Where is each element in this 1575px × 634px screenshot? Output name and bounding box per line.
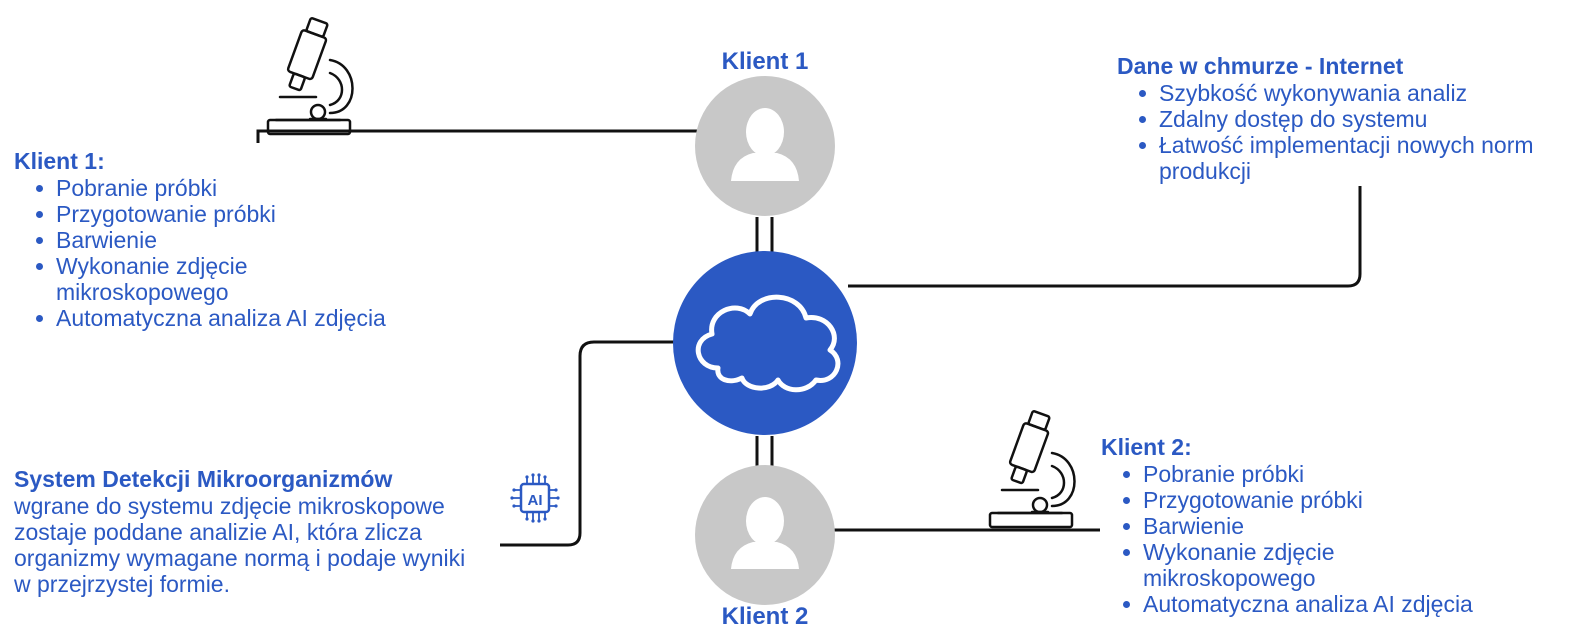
ai-chip-icon: AI (510, 473, 560, 523)
step-item: Barwienie (1101, 513, 1401, 539)
benefit-item: Łatwość implementacji nowych norm produk… (1117, 132, 1567, 184)
microscope-icon (266, 17, 354, 136)
client2-panel-title: Klient 2: (1101, 434, 1192, 460)
connector-system-cloud (500, 340, 678, 547)
step-item: Automatyczna analiza AI zdjęcia (1101, 591, 1473, 617)
client2-panel: Klient 2: Pobranie próbki Przygotowanie … (1101, 434, 1571, 617)
client1-steps-list: Pobranie próbki Przygotowanie próbki Bar… (14, 175, 386, 331)
cloud-icon (695, 294, 841, 393)
cloud-panel: Dane w chmurze - Internet Szybkość wykon… (1117, 53, 1567, 184)
cloud-node[interactable] (673, 251, 857, 435)
system-panel: System Detekcji Mikroorganizmów wgrane d… (14, 466, 484, 597)
step-item: Automatyczna analiza AI zdjęcia (14, 305, 386, 331)
connectors (256, 129, 1362, 547)
client1-panel: Klient 1: Pobranie próbki Przygotowanie … (14, 148, 484, 331)
ai-chip-label: AI (528, 492, 543, 509)
step-item: Pobranie próbki (14, 175, 314, 201)
benefit-item: Zdalny dostęp do systemu (1117, 106, 1567, 132)
client1-node[interactable] (695, 76, 835, 216)
client2-steps-list: Pobranie próbki Przygotowanie próbki Bar… (1101, 461, 1473, 617)
user-icon (731, 497, 799, 569)
cloud-benefits-list: Szybkość wykonywania analiz Zdalny dostę… (1117, 80, 1567, 184)
microscope-icon (988, 410, 1076, 529)
step-item: Przygotowanie próbki (14, 201, 314, 227)
system-description: wgrane do systemu zdjęcie mikroskopowe z… (14, 493, 466, 597)
step-item: Wykonanie zdjęcie mikroskopowego (14, 253, 314, 305)
client1-node-label: Klient 1 (721, 48, 809, 75)
cloud-panel-title: Dane w chmurze - Internet (1117, 53, 1404, 79)
user-icon (731, 108, 799, 181)
connector-cloud-internet (848, 186, 1362, 288)
step-item: Barwienie (14, 227, 314, 253)
client1-panel-title: Klient 1: (14, 148, 105, 174)
step-item: Pobranie próbki (1101, 461, 1401, 487)
system-panel-title: System Detekcji Mikroorganizmów (14, 466, 393, 492)
client2-node[interactable] (695, 465, 835, 605)
step-item: Przygotowanie próbki (1101, 487, 1401, 513)
connector-microscope1-client1 (256, 129, 697, 143)
step-item: Wykonanie zdjęcie mikroskopowego (1101, 539, 1401, 591)
client2-node-label: Klient 2 (721, 603, 809, 630)
benefit-item: Szybkość wykonywania analiz (1117, 80, 1567, 106)
